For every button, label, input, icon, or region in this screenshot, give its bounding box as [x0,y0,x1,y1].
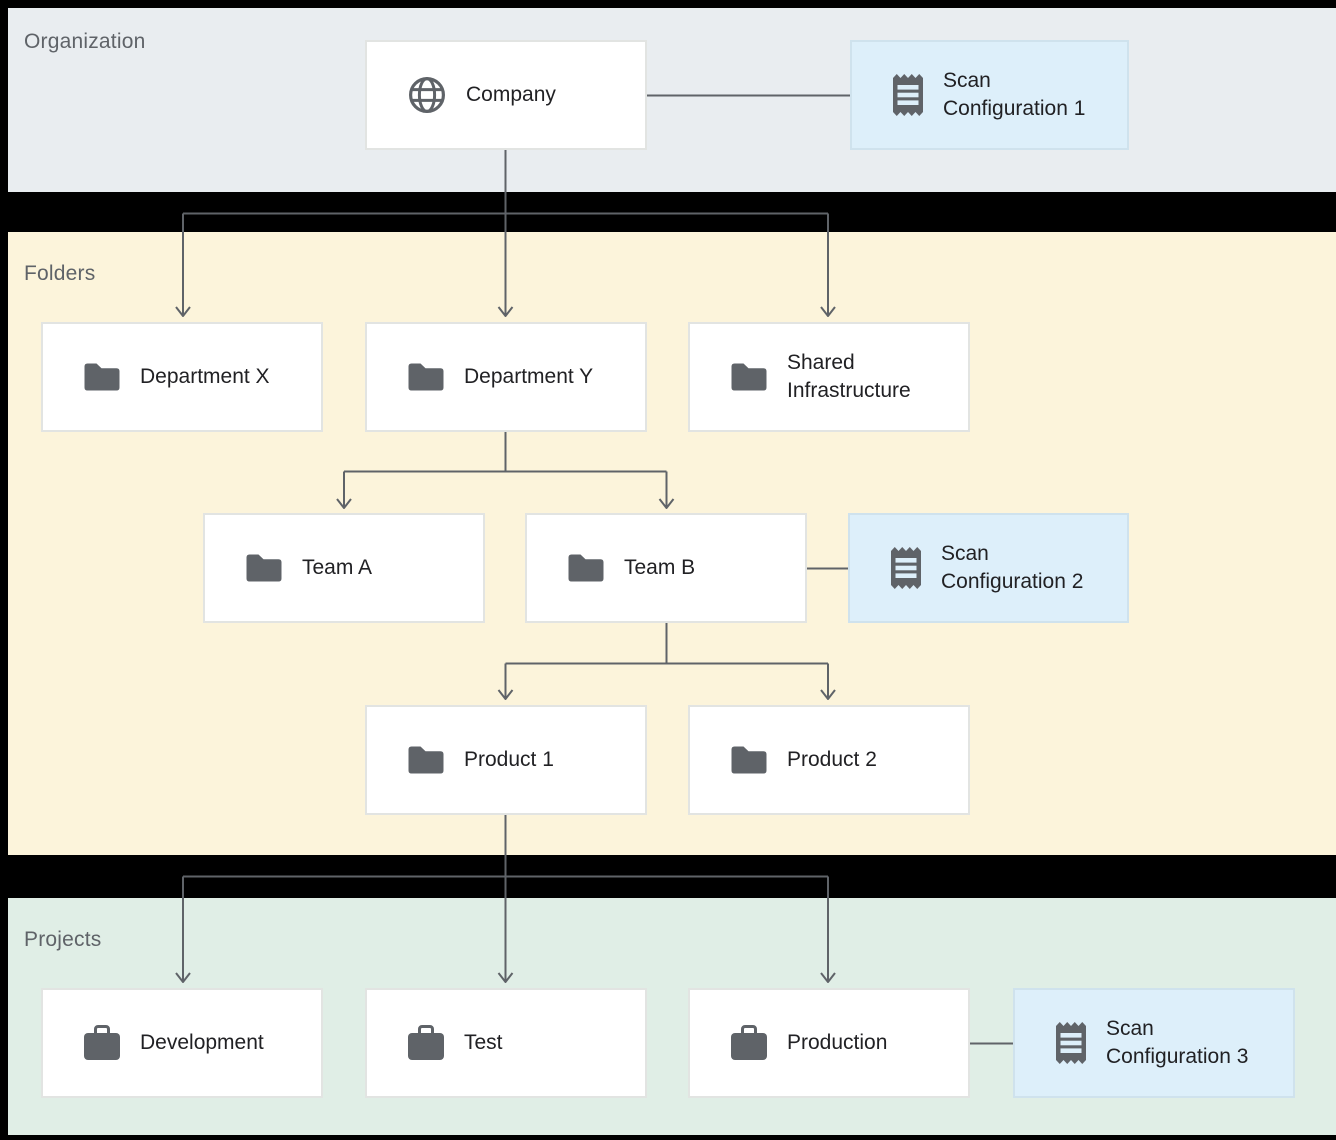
arrowhead-product-2 [820,689,836,700]
node-label: Shared Infrastructure [787,351,911,402]
node-label: Scan Configuration 3 [1106,1017,1249,1068]
node-label: Product 2 [787,748,877,771]
arrowhead-team-b [658,498,675,509]
node-test: Test [365,988,647,1098]
folder-icon [730,745,768,775]
node-department-y: Department Y [365,322,647,432]
folder-icon [407,362,445,392]
node-label: Scan Configuration 2 [941,542,1084,593]
node-scan-config-2: Scan Configuration 2 [848,513,1129,623]
arrowhead-production [820,972,836,983]
node-label: Team B [624,556,696,579]
folder-icon [567,553,605,583]
receipt-icon [1055,1021,1087,1065]
node-product-2: Product 2 [688,705,970,815]
globe-icon [407,75,447,115]
organization-band-label: Organization [24,30,146,53]
node-label: Department Y [464,365,594,388]
node-department-x: Department X [41,322,323,432]
arrowhead-product-1 [497,689,514,700]
arrowhead-team-a [336,498,352,509]
node-team-b: Team B [525,513,807,623]
briefcase-icon [407,1025,445,1061]
node-scan-config-1: Scan Configuration 1 [850,40,1129,150]
node-label: Department X [140,365,270,388]
briefcase-icon [730,1025,768,1061]
connector-department-y-to-teams [336,432,675,509]
projects-band-label: Projects [24,928,102,951]
node-scan-config-3: Scan Configuration 3 [1013,988,1295,1098]
folders-band-label: Folders [24,262,96,285]
arrowhead-department-x [175,306,191,317]
node-label: Development [140,1031,264,1054]
node-shared-infrastructure: Shared Infrastructure [688,322,970,432]
node-company: Company [365,40,647,150]
node-label: Scan Configuration 1 [943,69,1086,120]
node-production: Production [688,988,970,1098]
node-team-a: Team A [203,513,485,623]
folder-icon [245,553,283,583]
node-label: Team A [302,556,373,579]
node-label: Test [464,1031,503,1054]
node-label: Product 1 [464,748,554,771]
receipt-icon [890,546,922,590]
node-product-1: Product 1 [365,705,647,815]
arrowhead-department-y [497,306,514,317]
receipt-icon [892,73,924,117]
briefcase-icon [83,1025,121,1061]
folder-icon [407,745,445,775]
folder-icon [730,362,768,392]
connector-product-1-to-projects [175,815,836,983]
node-label: Production [787,1031,888,1054]
folder-icon [83,362,121,392]
arrowhead-development [175,972,191,983]
connector-team-b-to-products [497,623,836,700]
arrowhead-test [497,972,514,983]
connector-company-to-folders [175,150,836,317]
node-development: Development [41,988,323,1098]
arrowhead-shared-infrastructure [820,306,836,317]
node-label: Company [466,83,556,106]
